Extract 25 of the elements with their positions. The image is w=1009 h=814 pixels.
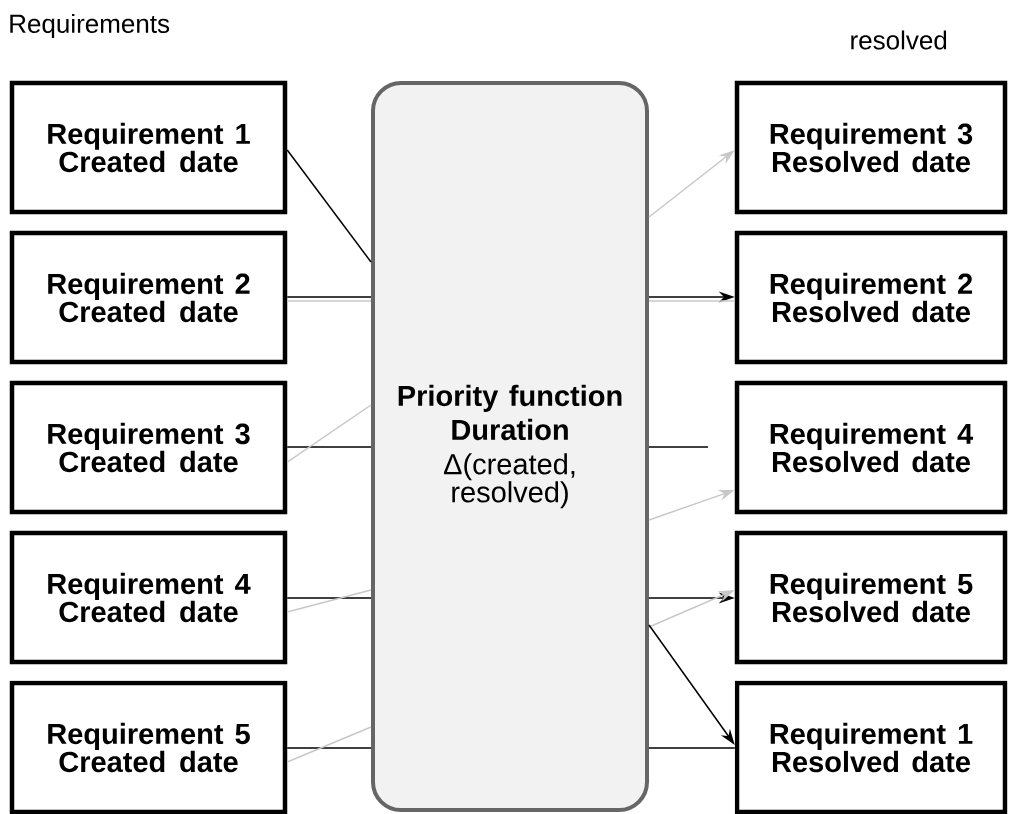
connector-line [648, 747, 736, 749]
connector-line [286, 404, 372, 463]
requirement-box: Requirement 2 Resolved date [734, 230, 1008, 365]
connector-line [286, 589, 372, 613]
process-box: Priority function Duration Δ(created, resolved) [371, 81, 649, 812]
requirement-box: Requirement 1 Resolved date [734, 680, 1008, 814]
heading: resolved [851, 30, 947, 50]
requirement-box: Requirement 3 Created date [9, 380, 288, 515]
connector-line [286, 597, 372, 599]
connector-line [648, 300, 736, 302]
connector-line [286, 446, 372, 448]
connector-line [286, 747, 372, 749]
connector-line [286, 726, 372, 763]
requirement-box: Requirement 4 Created date [9, 530, 288, 665]
requirement-box: Requirement 2 Created date [9, 230, 288, 365]
requirement-box: Requirement 3 Resolved date [734, 80, 1008, 215]
connector-line [286, 300, 372, 302]
connector-line [648, 446, 709, 448]
requirement-box: Requirement 5 Created date [9, 680, 288, 814]
requirement-box: Requirement 4 Resolved date [734, 380, 1008, 515]
requirement-box: Requirement 1 Created date [9, 80, 288, 215]
connector-line [286, 149, 372, 263]
heading: Requirements [10, 13, 170, 39]
connector-line [286, 296, 372, 298]
requirement-box: Requirement 5 Resolved date [734, 530, 1008, 665]
